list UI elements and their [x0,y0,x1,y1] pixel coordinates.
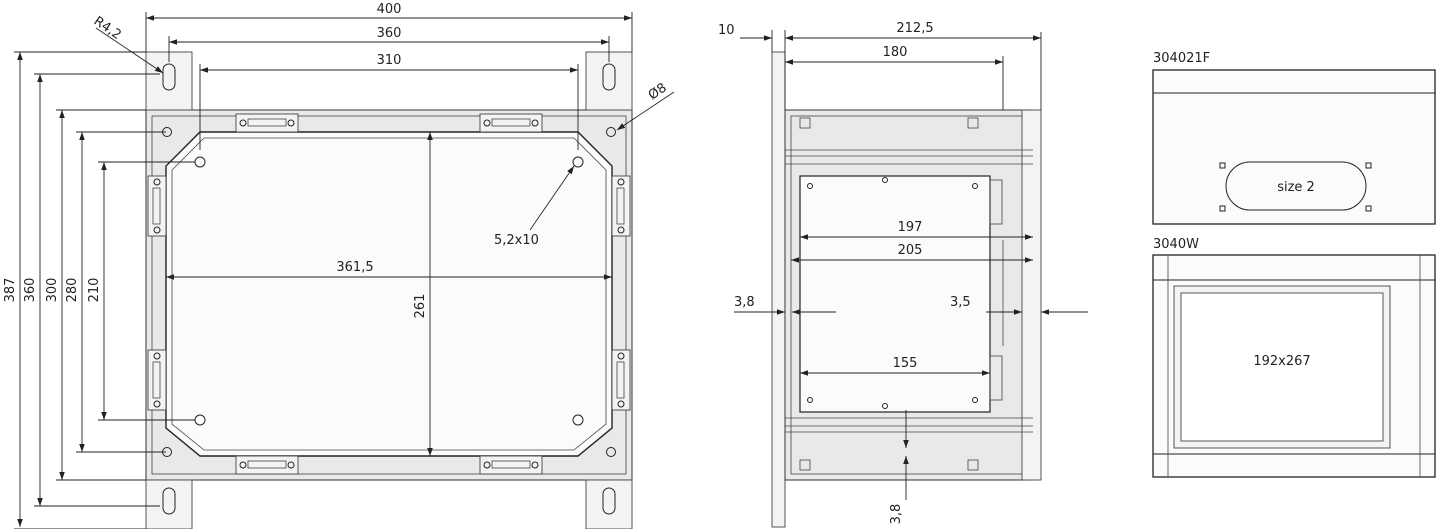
latch-clip [479,455,543,475]
mounting-boss [572,156,584,168]
latch-clip [147,349,167,411]
dim-depth-180: 180 [883,45,908,60]
front-view: 400 360 310 361,5 261 387 360 300 280 [3,2,675,529]
flange-code: 304021F [1153,51,1210,66]
dim-flange-10: 10 [718,23,735,38]
accessory-window-lid: 3040W 192x267 [1152,237,1436,478]
side-lid [1021,109,1042,481]
dim-inner-height-261: 261 [413,294,428,319]
cutout-size-label: size 2 [1277,180,1315,195]
dim-width-310: 310 [377,53,402,68]
callout-slot-size: 5,2x10 [494,233,539,248]
inner-panel [165,131,613,457]
screw-hole [606,447,616,457]
dim-inner-width-361-5: 361,5 [336,260,373,275]
latch-clip [611,175,631,237]
dim-plate-155: 155 [893,356,918,371]
callout-hole-diameter: Ø8 [646,81,670,104]
dim-height-360: 360 [23,278,38,303]
latch-clip [147,175,167,237]
dim-lid-3-5: 3,5 [950,295,971,310]
window-opening-size: 192x267 [1253,354,1310,369]
dim-inner-197: 197 [898,220,923,235]
dim-width-360: 360 [377,26,402,41]
cable-entry-cutout [1225,161,1367,211]
mounting-foot [585,479,633,529]
dim-height-387: 387 [3,278,18,303]
dim-bottom-3-8: 3,8 [889,504,904,525]
dim-height-210: 210 [87,278,102,303]
latch-clip [611,349,631,411]
dim-height-280: 280 [65,278,80,303]
screw-hole [606,127,616,137]
callout-radius: R4,2 [91,14,124,43]
latch-clip [235,113,299,133]
dim-width-400: 400 [377,2,402,17]
dim-inner-205: 205 [898,243,923,258]
dim-height-300: 300 [45,278,60,303]
window-code: 3040W [1153,237,1199,252]
side-flange [771,51,786,528]
latch-clip [235,455,299,475]
side-view: 10 212,5 180 197 205 3,8 3,5 155 3,8 [718,21,1088,528]
mounting-plate [799,175,991,413]
mounting-boss [572,414,584,426]
dim-wall-3-8: 3,8 [734,295,755,310]
accessory-flange-plate: 304021F size 2 [1152,51,1436,225]
mounting-foot [145,479,193,529]
dim-depth-212-5: 212,5 [896,21,933,36]
latch-clip [479,113,543,133]
